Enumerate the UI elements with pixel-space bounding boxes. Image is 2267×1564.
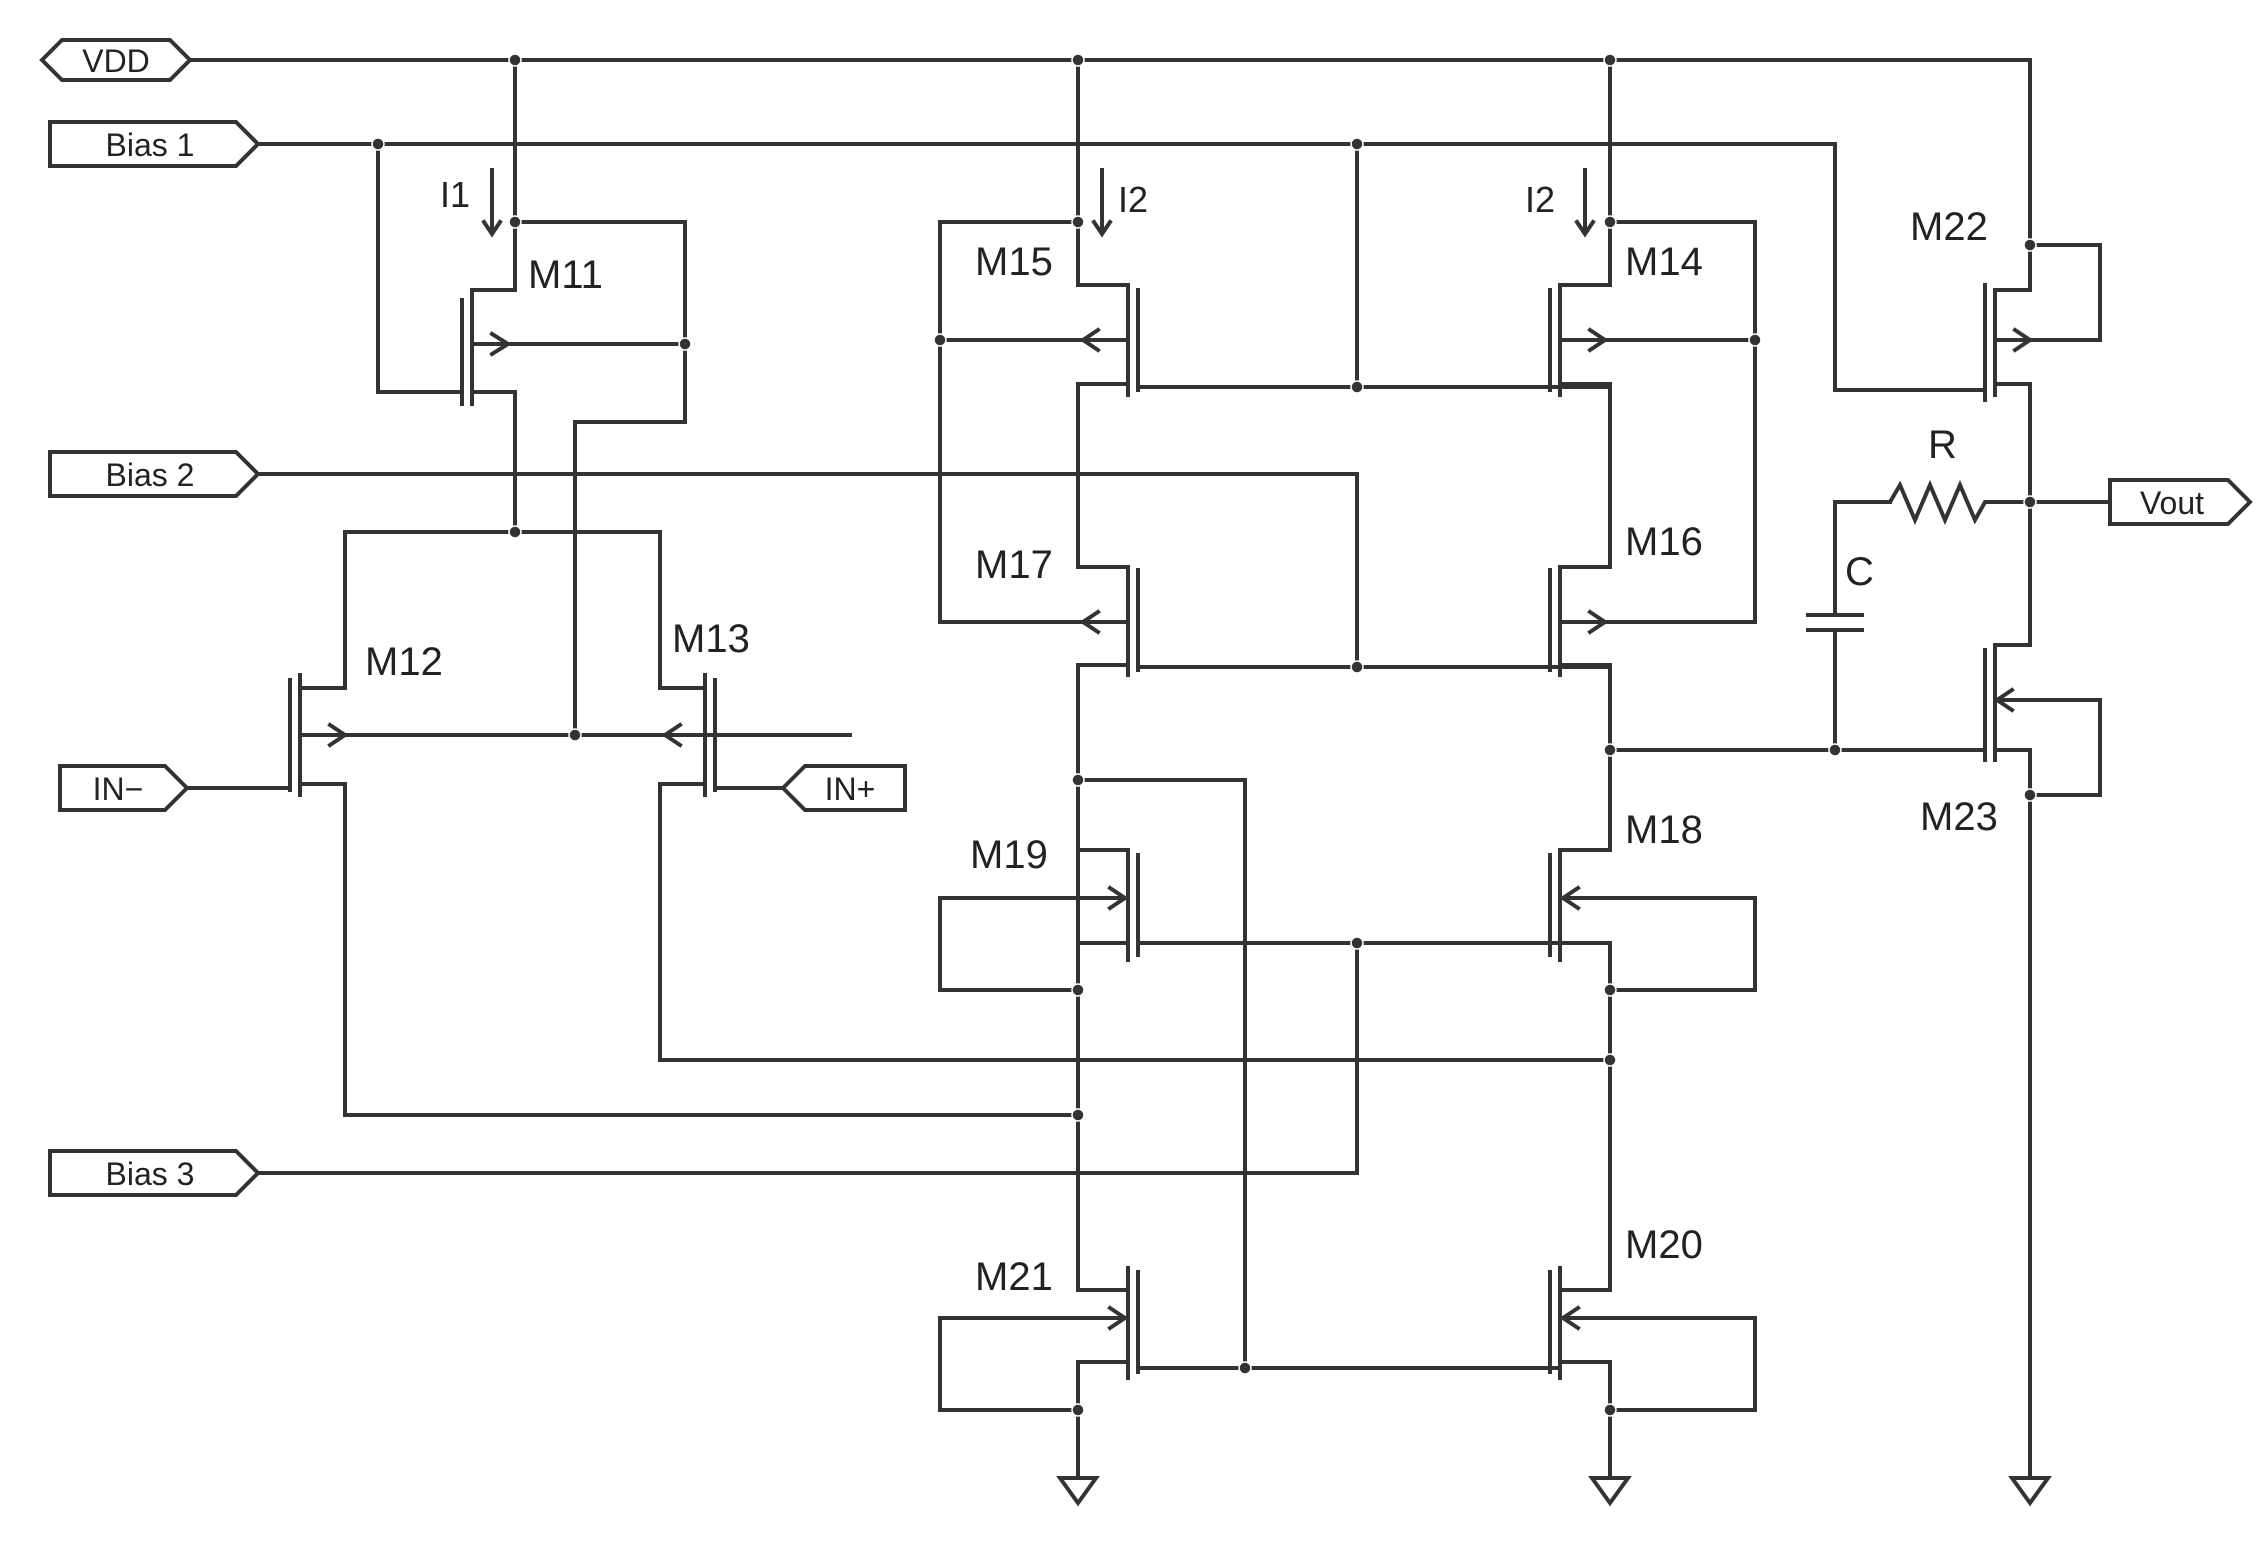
capacitor-label: C bbox=[1845, 550, 1874, 594]
vdd-port: VDD bbox=[42, 40, 190, 80]
i2-left-indicator: I2 bbox=[1094, 170, 1148, 234]
m22-label: M22 bbox=[1910, 205, 1988, 249]
vdd-rail bbox=[190, 60, 2030, 245]
m21-label: M21 bbox=[975, 1255, 1053, 1299]
bias3-label: Bias 3 bbox=[106, 1156, 195, 1192]
resistor-r: R bbox=[1835, 423, 2030, 520]
m19-label: M19 bbox=[970, 833, 1048, 877]
m15-label: M15 bbox=[975, 240, 1053, 284]
in-plus-port: IN+ bbox=[783, 766, 905, 810]
i1-label: I1 bbox=[440, 174, 470, 215]
in-minus-port: IN− bbox=[60, 766, 187, 810]
i2-right-label: I2 bbox=[1525, 179, 1555, 220]
m19-transistor: M19 bbox=[940, 833, 1560, 990]
bias1-label: Bias 1 bbox=[106, 127, 195, 163]
in-minus-label: IN− bbox=[93, 771, 144, 807]
m16-transistor: M16 bbox=[1550, 520, 1755, 850]
bias2-rail bbox=[258, 474, 1357, 667]
m18-transistor: M18 bbox=[1550, 808, 1755, 1290]
m17-label: M17 bbox=[975, 543, 1053, 587]
bias2-port: Bias 2 bbox=[50, 452, 258, 496]
i2-left-label: I2 bbox=[1118, 179, 1148, 220]
m12-transistor: M12 bbox=[187, 532, 1078, 1115]
m14-label: M14 bbox=[1625, 240, 1703, 284]
vdd-label: VDD bbox=[82, 43, 150, 79]
i2-right-indicator: I2 bbox=[1525, 170, 1593, 234]
vout-label: Vout bbox=[2140, 485, 2204, 521]
m20-label: M20 bbox=[1625, 1223, 1703, 1267]
m19-drain-to-gate-wire bbox=[1078, 780, 1245, 1368]
bias1-port: Bias 1 bbox=[50, 122, 258, 166]
m16-label: M16 bbox=[1625, 520, 1703, 564]
m11-label: M11 bbox=[528, 253, 603, 297]
bias2-label: Bias 2 bbox=[106, 457, 195, 493]
m13-label: M13 bbox=[672, 617, 750, 661]
m20-transistor: M20 bbox=[1550, 1223, 1755, 1478]
m14-transistor: M14 bbox=[1550, 222, 1755, 567]
m23-label: M23 bbox=[1920, 795, 1998, 839]
ground-symbol-left bbox=[1060, 1478, 1096, 1503]
m23-transistor: M23 bbox=[1920, 645, 2100, 1478]
bias3-port: Bias 3 bbox=[50, 1151, 258, 1195]
m15-transistor: M15 bbox=[940, 222, 1610, 567]
in-plus-label: IN+ bbox=[825, 771, 876, 807]
ground-symbol-right bbox=[2012, 1478, 2048, 1503]
ground-symbol-middle bbox=[1592, 1478, 1628, 1503]
vout-port: Vout bbox=[2110, 480, 2250, 524]
i1-indicator: I1 bbox=[440, 170, 500, 234]
m12-label: M12 bbox=[365, 640, 443, 684]
m18-label: M18 bbox=[1625, 808, 1703, 852]
m11-transistor: M11 bbox=[462, 222, 685, 735]
resistor-label: R bbox=[1928, 423, 1957, 467]
capacitor-c: C bbox=[1808, 502, 1890, 750]
m17-transistor: M17 bbox=[940, 543, 1610, 1290]
